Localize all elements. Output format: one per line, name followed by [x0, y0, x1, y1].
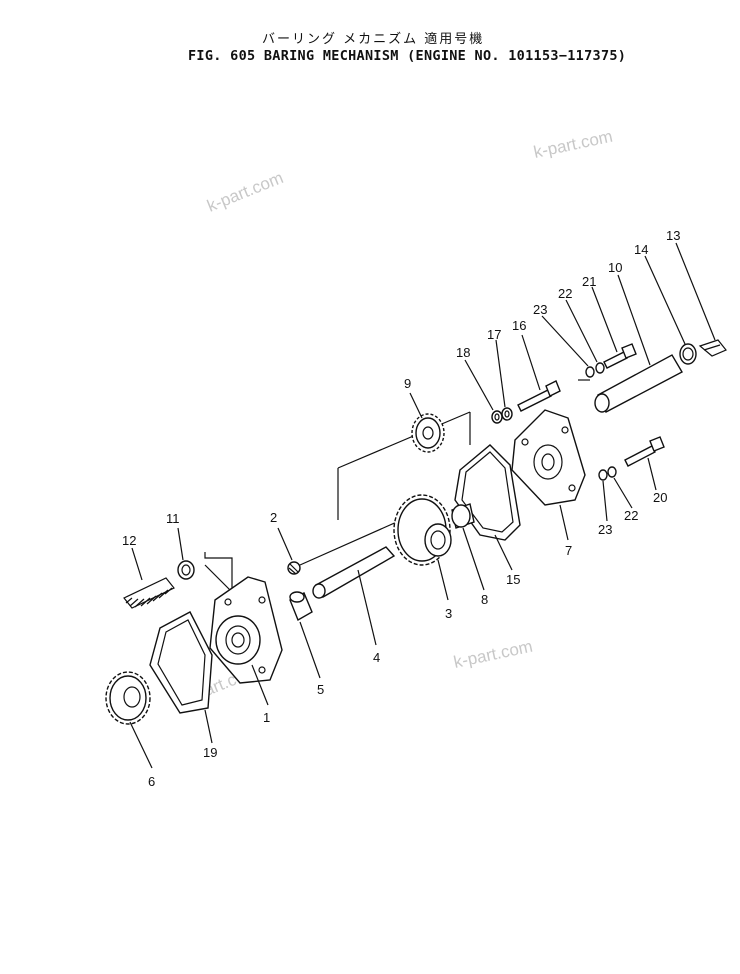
label-part-3: 3	[445, 606, 452, 621]
watermark: k-part.com	[452, 637, 534, 672]
label-part-5: 5	[317, 682, 324, 697]
part-16-bolt	[517, 380, 561, 412]
part-2-plug	[287, 561, 301, 575]
part-9-gear	[411, 413, 445, 453]
label-part-17: 17	[487, 327, 501, 342]
label-part-14: 14	[634, 242, 648, 257]
label-part-16: 16	[512, 318, 526, 333]
label-part-20: 20	[653, 490, 667, 505]
label-part-10: 10	[608, 260, 622, 275]
part-8-bushing	[451, 503, 475, 529]
part-14-ring	[679, 343, 697, 365]
part-12-spring	[123, 577, 175, 609]
label-part-15: 15	[506, 572, 520, 587]
label-part-2: 2	[270, 510, 277, 525]
part-3-gear	[393, 494, 452, 566]
diagram-title: FIG. 605 BARING MECHANISM (ENGINE NO. 10…	[188, 48, 627, 64]
watermark: k-part.com	[204, 168, 286, 216]
label-part-6: 6	[148, 774, 155, 789]
leader-lines	[129, 242, 716, 769]
label-part-23: 23	[533, 302, 547, 317]
part-4-shaft	[312, 546, 396, 599]
part-18-washer	[491, 410, 503, 424]
label-part-7: 7	[565, 543, 572, 558]
part-22-washer	[595, 362, 605, 374]
label-part-21: 21	[582, 274, 596, 289]
label-part-8: 8	[481, 592, 488, 607]
part-5-bushing	[289, 591, 313, 622]
part-22-washer-lower	[607, 466, 617, 478]
label-part-1: 1	[263, 710, 270, 725]
part-13-pin	[698, 339, 727, 357]
label-part-22: 22	[558, 286, 572, 301]
label-part-18: 18	[456, 345, 470, 360]
part-21-bolt	[603, 343, 637, 369]
label-part-12: 12	[122, 533, 136, 548]
part-19-gasket	[149, 611, 213, 714]
part-23-washer	[585, 366, 595, 378]
part-6-gear	[105, 671, 151, 725]
label-part-13: 13	[666, 228, 680, 243]
part-7-cover	[511, 409, 586, 506]
label-part-23-lower: 23	[598, 522, 612, 537]
part-11-nut	[177, 560, 195, 580]
label-part-9: 9	[404, 376, 411, 391]
label-part-19: 19	[203, 745, 217, 760]
part-20-bolt	[624, 436, 665, 467]
label-part-4: 4	[373, 650, 380, 665]
label-part-11: 11	[166, 511, 180, 526]
watermark: k-part.com	[532, 127, 614, 162]
part-10-shaft	[594, 354, 683, 413]
assembly-lines	[204, 379, 590, 610]
part-1-housing	[209, 576, 283, 684]
diagram-title-japanese: バーリング メカニズム 適用号機	[262, 32, 485, 47]
part-23-washer-lower	[598, 469, 608, 481]
part-number-labels: 1 2 3 4 5 6 7 8 9 10 11 12 13 14 15 16 1…	[122, 228, 680, 789]
label-part-22-lower: 22	[624, 508, 638, 523]
part-17-washer	[501, 407, 513, 421]
